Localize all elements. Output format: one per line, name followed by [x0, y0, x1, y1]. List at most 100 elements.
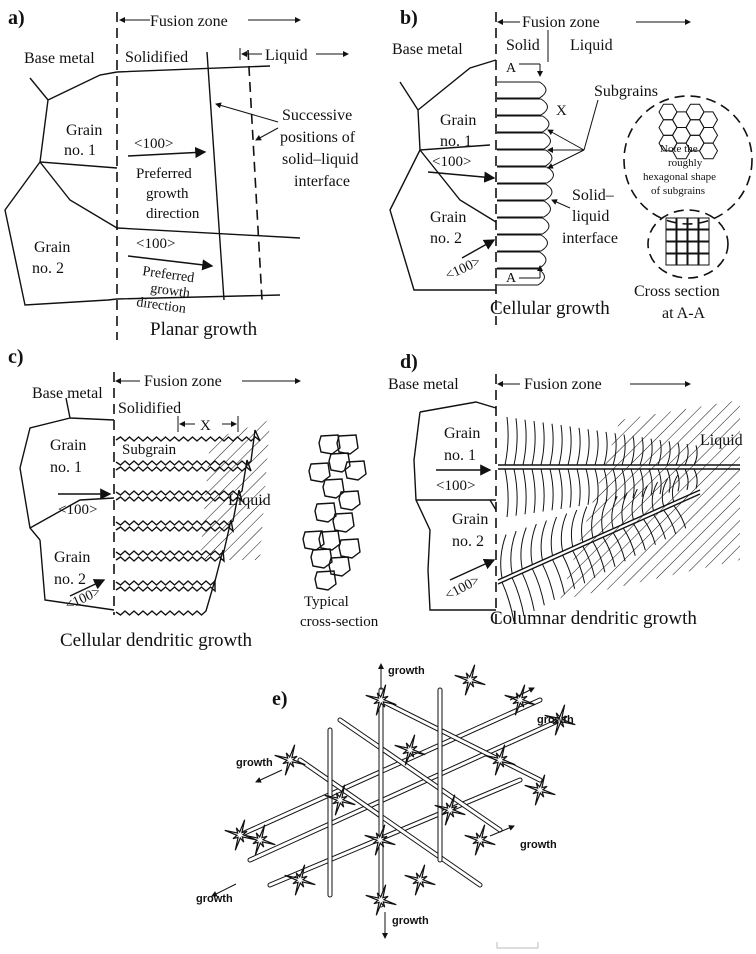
panel-b-cells: [497, 82, 554, 285]
panel-a-liquid-label: Liquid: [265, 47, 308, 64]
cell-finger: [497, 184, 552, 200]
panel-c-typical-b: cross-section: [300, 614, 379, 630]
panel-c-grain1-number: no. 1: [50, 459, 82, 476]
panel-a-dir2: <100>: [136, 236, 175, 252]
growth-arrow-upper-left: [256, 770, 282, 782]
panel-c-caption: Cellular dendritic growth: [60, 630, 253, 651]
panel-a-solidified-label: Solidified: [125, 49, 188, 66]
panel-b-solid-label: Solid: [506, 37, 540, 54]
section-cell: [666, 242, 676, 253]
panel-b-fusion-zone-label: Fusion zone: [522, 14, 600, 31]
panel-c-letter: c): [8, 346, 24, 368]
panel-a-base-metal-label: Base metal: [24, 50, 95, 67]
growth-label-top: growth: [388, 665, 425, 677]
panel-b-grain1-number: no. 1: [440, 133, 472, 150]
panel-a-caption: Planar growth: [150, 319, 258, 340]
cell-finger: [497, 82, 546, 98]
secondary-arm: [561, 514, 566, 552]
section-cell: [677, 242, 687, 253]
panel-a: a) Fusion zone Base metal Solidified Liq…: [5, 7, 358, 340]
secondary-arm: [595, 431, 598, 466]
secondary-arm: [532, 469, 535, 513]
panel-b-dir2: <100>: [443, 254, 483, 283]
panel-b-dir1: <100>: [432, 154, 471, 170]
panel-a-pref1: Preferred: [136, 166, 192, 182]
cell-finger: [497, 116, 549, 132]
panel-c-base-metal-label: Base metal: [32, 385, 103, 402]
cell-finger: [497, 201, 551, 217]
dendrite-branch-fill: [240, 700, 540, 835]
panel-a-grain2-label: Grain: [34, 239, 70, 256]
secondary-arm: [542, 564, 554, 600]
panel-b: b) Fusion zone Base metal Solid Liquid A…: [390, 7, 752, 325]
panel-d-grain1-number: no. 1: [444, 447, 476, 464]
dendrite-tip-star: [225, 820, 256, 851]
secondary-arm: [568, 426, 571, 465]
panel-c-fusion-zone-label: Fusion zone: [144, 373, 222, 390]
secondary-arm: [604, 432, 607, 465]
panel-b-grain2-number: no. 2: [430, 230, 462, 247]
panel-b-note-c: hexagonal shape: [643, 171, 716, 183]
panel-d-liquid-label: Liquid: [700, 432, 743, 449]
panel-d-dir1: <100>: [436, 478, 475, 494]
secondary-arm: [577, 469, 580, 506]
panel-b-section-cells: [666, 218, 709, 265]
cell-finger: [497, 167, 554, 183]
panel-a-fusion-zone-label: Fusion zone: [150, 13, 228, 30]
secondary-arm: [541, 422, 544, 465]
panel-b-interface-label: Solid–: [572, 187, 615, 204]
panel-b-grain2-label: Grain: [430, 209, 466, 226]
panel-d-dir2: <100>: [443, 573, 483, 604]
secondary-arm: [521, 528, 526, 570]
page-corner-mark: [497, 942, 538, 948]
panel-a-grain1-label: Grain: [66, 122, 102, 139]
section-cell: [677, 254, 687, 265]
growth-label-upper-right: growth: [537, 714, 574, 726]
secondary-arm: [571, 510, 576, 547]
section-cell: [666, 254, 676, 265]
secondary-arm: [577, 428, 580, 465]
panel-c: c) Fusion zone Base metal Solidified X S…: [8, 346, 379, 651]
secondary-arm: [531, 524, 536, 565]
secondary-arm: [514, 418, 517, 465]
panel-b-caption: Cellular growth: [490, 298, 610, 319]
panel-c-cross-section-cells: [303, 435, 366, 590]
secondary-arm: [551, 517, 556, 556]
section-cell: [699, 242, 709, 253]
panel-b-note-b: roughly: [668, 157, 703, 169]
panel-e: e) growth growth growth growth growth gr…: [196, 664, 575, 948]
secondary-arm: [568, 469, 571, 508]
panel-b-cross-section-b: at A-A: [662, 305, 706, 322]
secondary-arm: [505, 469, 508, 517]
cell-finger: [497, 269, 545, 285]
secondary-arm: [586, 469, 589, 505]
section-cell: [688, 254, 698, 265]
dendrite-branch-fill: [340, 720, 500, 830]
secondary-arm: [553, 560, 565, 595]
secondary-arm: [532, 421, 535, 465]
panel-d-fusion-zone-label: Fusion zone: [524, 376, 602, 393]
panel-a-interface-2: [248, 50, 262, 300]
cell-finger: [497, 252, 546, 268]
panel-e-letter: e): [272, 688, 288, 710]
cell-finger: [497, 133, 551, 149]
panel-d-grain2-number: no. 2: [452, 533, 484, 550]
section-cell: [666, 218, 676, 229]
panel-a-interface-1: [207, 52, 224, 300]
secondary-arm: [586, 429, 589, 465]
panel-d-liquid-hatch: [560, 400, 740, 600]
dendrite-branch-fill: [250, 720, 560, 860]
dendrite-tip-star: [455, 665, 486, 696]
panel-a-grain1-number: no. 1: [64, 142, 96, 159]
panel-b-grain-boundaries: [390, 60, 496, 290]
panel-c-subgrain-label: Subgrain: [122, 442, 177, 458]
section-cell: [677, 230, 687, 241]
panel-a-successive-c: solid–liquid: [282, 151, 358, 168]
secondary-arm: [559, 425, 562, 465]
panel-b-x-label: X: [556, 103, 567, 119]
panel-b-interface-label-b: liquid: [572, 208, 609, 225]
panel-b-subgrains-label: Subgrains: [594, 83, 658, 100]
secondary-arm: [541, 521, 546, 561]
growth-label-lower-right: growth: [520, 839, 557, 851]
cell-finger: [497, 235, 548, 251]
